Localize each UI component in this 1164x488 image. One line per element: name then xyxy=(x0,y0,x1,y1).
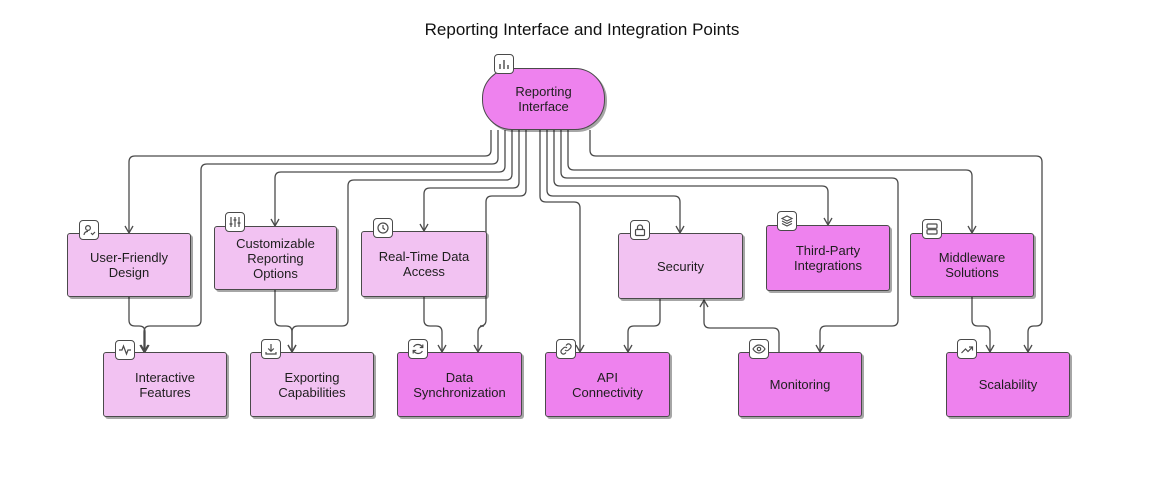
edge-root-scalability xyxy=(589,130,1043,354)
edge-root-customizable xyxy=(270,130,506,228)
edge-user-friendly-interactive xyxy=(128,297,150,354)
edge-root-user-friendly xyxy=(124,130,492,235)
user-check-icon xyxy=(79,220,99,240)
edge-security-api xyxy=(623,299,661,354)
clock-icon xyxy=(373,218,393,238)
edge-root-api xyxy=(539,130,585,354)
eye-icon xyxy=(749,339,769,359)
link-icon xyxy=(556,339,576,359)
edge-root-interactive xyxy=(139,130,499,354)
activity-icon xyxy=(115,340,135,360)
edge-middleware-scalability xyxy=(971,297,995,354)
edge-root-security xyxy=(546,130,685,235)
node-scalability: Scalability xyxy=(946,352,1070,417)
diagram-title: Reporting Interface and Integration Poin… xyxy=(424,20,740,39)
edge-root-middleware xyxy=(567,130,977,235)
edge-root-real-time xyxy=(419,130,520,233)
node-monitoring: Monitoring xyxy=(738,352,862,417)
node-security: Security xyxy=(618,233,743,299)
lock-icon xyxy=(630,220,650,240)
sliders-icon xyxy=(225,212,245,232)
edge-root-monitoring xyxy=(560,130,899,354)
edge-root-exporting xyxy=(287,130,513,354)
edge-real-time-data-sync xyxy=(423,297,447,354)
refresh-icon xyxy=(408,339,428,359)
download-icon xyxy=(261,339,281,359)
edge-customizable-exporting xyxy=(274,290,297,354)
edge-root-third-party xyxy=(553,130,833,227)
layers-icon xyxy=(777,211,797,231)
trending-up-icon xyxy=(957,339,977,359)
edge-monitoring-security xyxy=(699,298,780,352)
bar-chart-icon xyxy=(494,54,514,74)
server-icon xyxy=(922,219,942,239)
